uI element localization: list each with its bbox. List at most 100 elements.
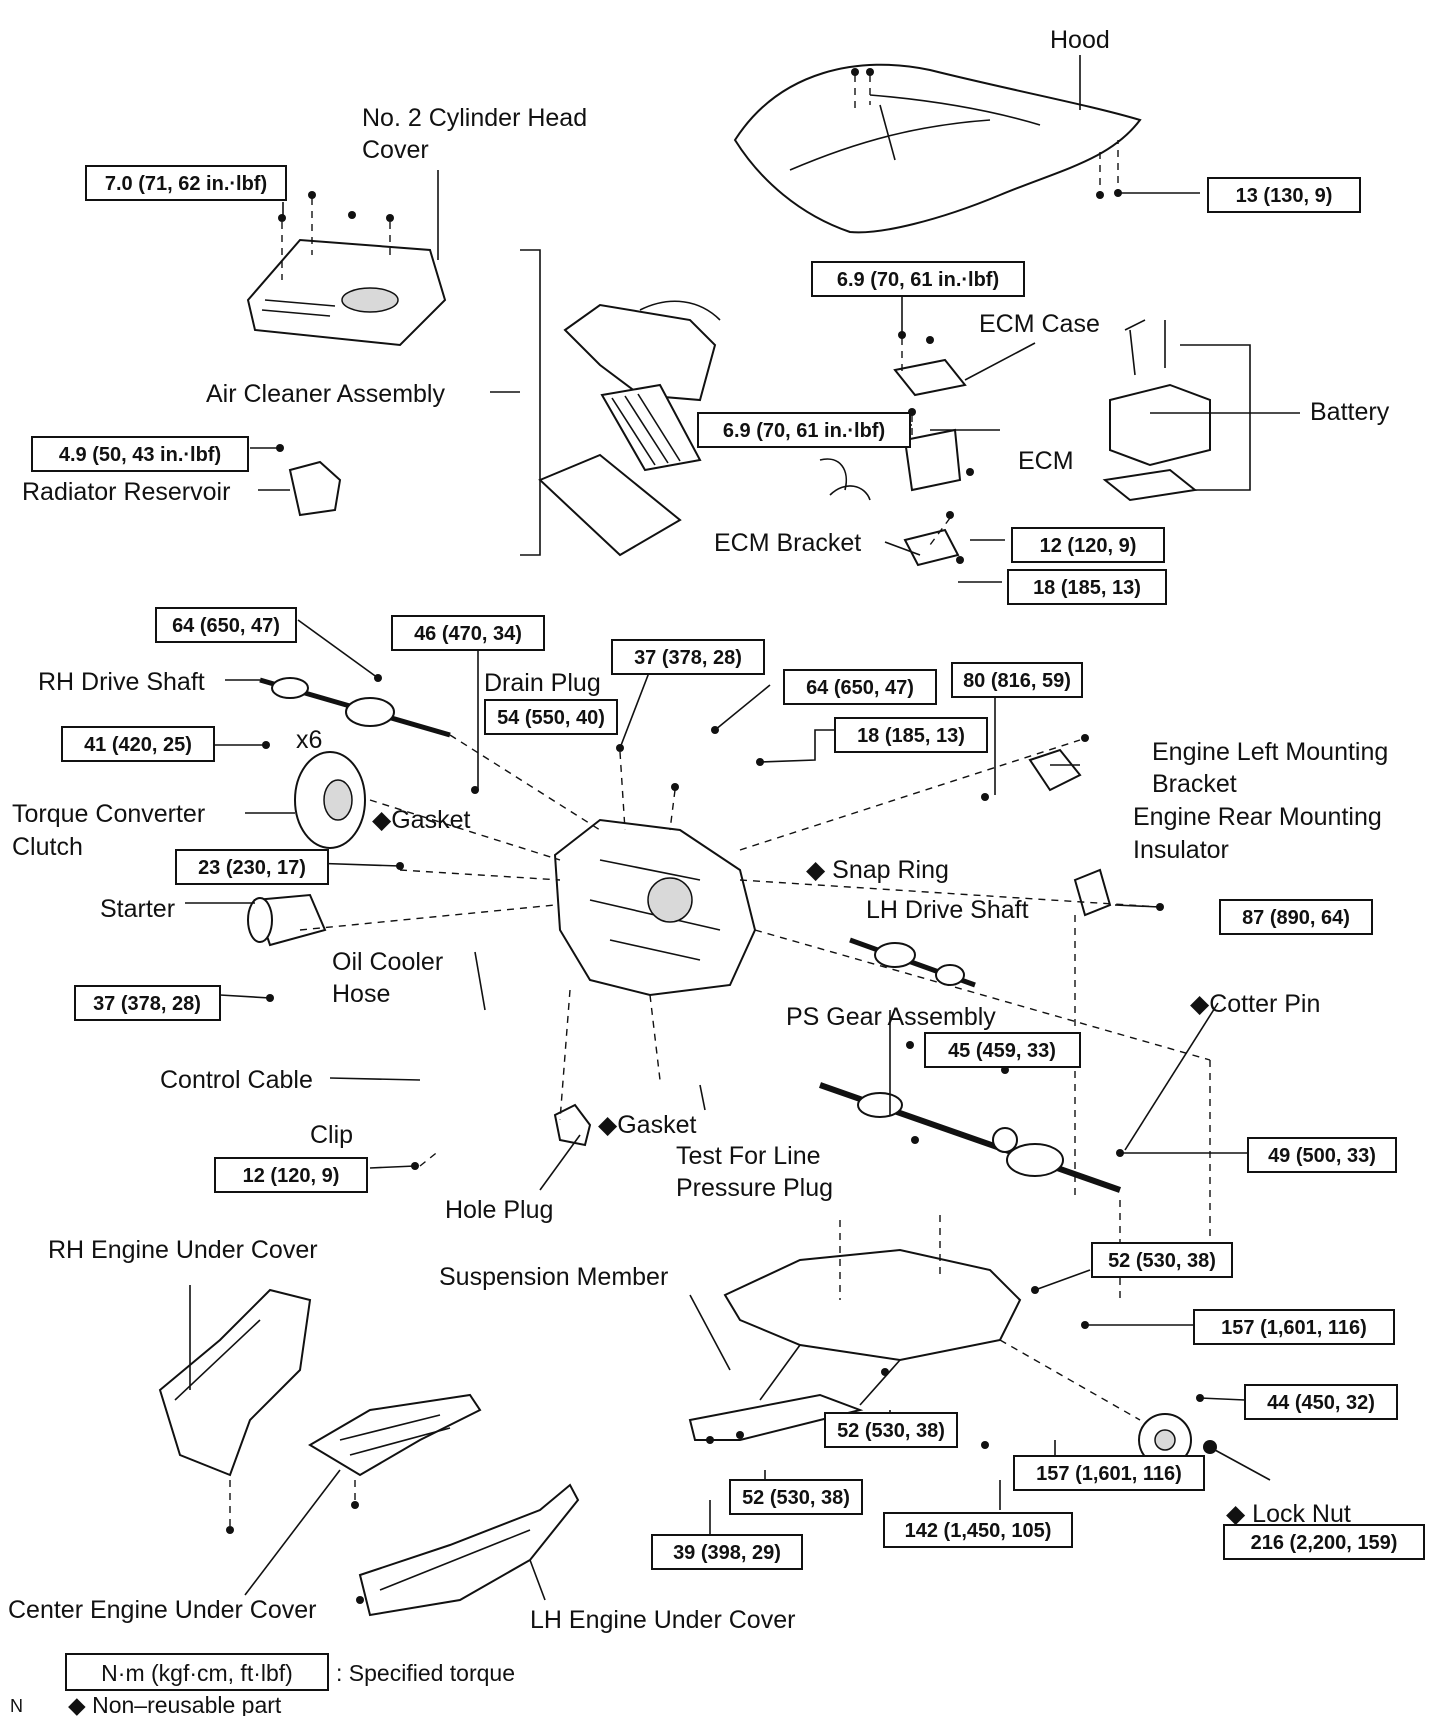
- torque-box: 46 (470, 34): [391, 615, 545, 651]
- label-ecm-case: ECM Case: [979, 310, 1100, 338]
- part-labels: Hood No. 2 Cylinder Head Cover Air Clean…: [8, 26, 1390, 1716]
- battery-illustration: [1102, 319, 1211, 502]
- torque-box: 12 (120, 9): [1011, 527, 1165, 563]
- label-lh-drive-shaft: LH Drive Shaft: [866, 896, 1029, 924]
- torque-box: 12 (120, 9): [214, 1157, 368, 1193]
- torque-box: 142 (1,450, 105): [883, 1512, 1073, 1548]
- svg-text:157 (1,601, 116): 157 (1,601, 116): [1036, 1463, 1182, 1485]
- label-control-cable: Control Cable: [160, 1066, 313, 1094]
- label-gasket-2: ◆Gasket: [598, 1111, 696, 1139]
- torque-box: 80 (816, 59): [951, 662, 1083, 698]
- svg-text:6.9 (70, 61 in.·lbf): 6.9 (70, 61 in.·lbf): [723, 420, 885, 442]
- svg-text:18 (185, 13): 18 (185, 13): [857, 725, 965, 747]
- legend-unit-box: N·m (kgf·cm, ft·lbf): [101, 1660, 293, 1686]
- torque-box: 7.0 (71, 62 in.·lbf): [85, 165, 287, 201]
- svg-text:216 (2,200, 159): 216 (2,200, 159): [1251, 1532, 1398, 1554]
- torque-converter-illustration: [294, 751, 366, 849]
- label-engine-left-mounting-1: Engine Left Mounting: [1152, 738, 1388, 766]
- label-drain-plug: Drain Plug: [484, 669, 601, 697]
- leader-lines: [185, 55, 1300, 1601]
- rh-drive-shaft-illustration: [259, 677, 451, 738]
- radiator-reservoir-illustration: [288, 460, 342, 517]
- svg-text:52 (530, 38): 52 (530, 38): [742, 1487, 850, 1509]
- torque-box: 23 (230, 17): [175, 849, 329, 885]
- label-hood: Hood: [1050, 26, 1110, 54]
- label-engine-left-mounting-2: Bracket: [1152, 770, 1237, 798]
- torque-box: 41 (420, 25): [61, 726, 215, 762]
- svg-text:52 (530, 38): 52 (530, 38): [1108, 1250, 1216, 1272]
- svg-text:44 (450, 32): 44 (450, 32): [1267, 1392, 1375, 1414]
- lh-under-cover-illustration: [358, 1483, 580, 1617]
- label-rh-under-cover: RH Engine Under Cover: [48, 1236, 318, 1264]
- engine-mount-illustration: [1028, 748, 1112, 917]
- svg-text:7.0 (71, 62 in.·lbf): 7.0 (71, 62 in.·lbf): [105, 173, 267, 195]
- label-suspension-member: Suspension Member: [439, 1263, 668, 1291]
- label-ecm: ECM: [1018, 447, 1074, 475]
- suspension-member-illustration: [688, 1248, 1022, 1441]
- svg-text:39 (398, 29): 39 (398, 29): [673, 1542, 781, 1564]
- svg-text:87 (890, 64): 87 (890, 64): [1242, 907, 1350, 929]
- center-under-cover-illustration: [308, 1393, 482, 1477]
- torque-box: 4.9 (50, 43 in.·lbf): [31, 436, 249, 472]
- svg-text:142 (1,450, 105): 142 (1,450, 105): [905, 1520, 1052, 1542]
- label-oil-cooler-1: Oil Cooler: [332, 948, 443, 976]
- label-starter: Starter: [100, 895, 175, 923]
- svg-text:37 (378, 28): 37 (378, 28): [93, 993, 201, 1015]
- torque-box: 52 (530, 38): [729, 1479, 863, 1515]
- label-engine-rear-mounting-2: Insulator: [1133, 836, 1229, 864]
- label-oil-cooler-2: Hose: [332, 980, 390, 1008]
- torque-box: 157 (1,601, 116): [1013, 1455, 1205, 1491]
- torque-box: 87 (890, 64): [1219, 899, 1373, 935]
- torque-box: 54 (550, 40): [484, 699, 618, 735]
- svg-text:12 (120, 9): 12 (120, 9): [1040, 535, 1137, 557]
- label-lh-under-cover: LH Engine Under Cover: [530, 1606, 795, 1634]
- svg-text:46 (470, 34): 46 (470, 34): [414, 623, 522, 645]
- label-rh-drive-shaft: RH Drive Shaft: [38, 668, 205, 696]
- torque-box: 45 (459, 33): [924, 1032, 1081, 1068]
- svg-text:12 (120, 9): 12 (120, 9): [243, 1165, 340, 1187]
- svg-text:80 (816, 59): 80 (816, 59): [963, 670, 1071, 692]
- label-air-cleaner: Air Cleaner Assembly: [206, 380, 445, 408]
- svg-text:52 (530, 38): 52 (530, 38): [837, 1420, 945, 1442]
- ps-gear-illustration: [819, 1082, 1121, 1193]
- label-x6: x6: [296, 726, 322, 754]
- torque-box: 52 (530, 38): [824, 1412, 958, 1448]
- svg-text:54 (550, 40): 54 (550, 40): [497, 707, 605, 729]
- svg-text:13 (130, 9): 13 (130, 9): [1236, 185, 1333, 207]
- svg-text:6.9 (70, 61 in.·lbf): 6.9 (70, 61 in.·lbf): [837, 269, 999, 291]
- torque-box: 157 (1,601, 116): [1193, 1309, 1395, 1345]
- label-test-plug-1: Test For Line: [676, 1142, 821, 1170]
- label-test-plug-2: Pressure Plug: [676, 1174, 833, 1202]
- torque-box: 13 (130, 9): [1207, 177, 1361, 213]
- torque-box: 6.9 (70, 61 in.·lbf): [697, 412, 911, 448]
- cylinder-head-cover-illustration: [246, 238, 447, 347]
- label-cotter-pin: ◆Cotter Pin: [1190, 990, 1320, 1018]
- torque-box: 49 (500, 33): [1247, 1137, 1397, 1173]
- label-lock-nut: ◆ Lock Nut: [1226, 1500, 1351, 1528]
- label-torque-converter-2: Clutch: [12, 833, 83, 861]
- torque-box: 6.9 (70, 61 in.·lbf): [811, 261, 1025, 297]
- torque-box: 18 (185, 13): [1007, 569, 1167, 605]
- rh-under-cover-illustration: [158, 1288, 312, 1477]
- label-torque-converter-1: Torque Converter: [12, 800, 205, 828]
- label-battery: Battery: [1310, 398, 1390, 426]
- starter-illustration: [247, 893, 327, 947]
- svg-text:49 (500, 33): 49 (500, 33): [1268, 1145, 1376, 1167]
- label-engine-rear-mounting-1: Engine Rear Mounting: [1133, 803, 1382, 831]
- label-radiator-reservoir: Radiator Reservoir: [22, 478, 230, 506]
- label-hole-plug: Hole Plug: [445, 1196, 553, 1224]
- hole-plug-illustration: [553, 1103, 592, 1147]
- label-ps-gear: PS Gear Assembly: [786, 1003, 996, 1031]
- label-center-under-cover: Center Engine Under Cover: [8, 1596, 317, 1624]
- legend-non-reusable: ◆ Non–reusable part: [68, 1692, 282, 1716]
- torque-box: 216 (2,200, 159): [1223, 1524, 1425, 1560]
- ecm-illustration: [819, 358, 967, 567]
- svg-text:41 (420, 25): 41 (420, 25): [84, 734, 192, 756]
- label-ecm-bracket: ECM Bracket: [714, 529, 861, 557]
- torque-box: 39 (398, 29): [651, 1534, 803, 1570]
- assembly-lines: [229, 75, 1211, 1528]
- svg-text:64 (650, 47): 64 (650, 47): [172, 615, 280, 637]
- svg-text:37 (378, 28): 37 (378, 28): [634, 647, 742, 669]
- air-cleaner-illustration: [538, 300, 721, 557]
